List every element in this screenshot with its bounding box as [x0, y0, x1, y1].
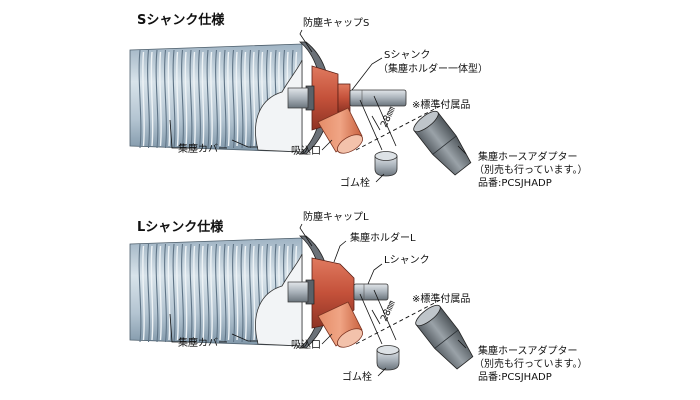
bellows-rib	[198, 49, 201, 149]
label-dust-cover: 集塵カバー	[178, 336, 228, 349]
bellows-rib	[232, 49, 235, 149]
dimension-label: 28㎜	[379, 105, 398, 130]
bellows-rib-highlight	[167, 245, 171, 341]
bellows-rib	[206, 243, 210, 343]
label-intake: 吸込口	[291, 339, 321, 351]
bellows-rib	[223, 49, 227, 149]
bellows-rib-highlight	[167, 51, 171, 147]
hose-adapter-icon	[415, 304, 474, 370]
label-standard-accessory: ※標準付属品	[412, 98, 470, 111]
bellows-rib-highlight	[218, 245, 222, 341]
bellows-rib	[189, 243, 193, 343]
bellows-rib-highlight	[227, 245, 230, 341]
bellows-rib	[206, 49, 210, 149]
bellows-rib	[164, 49, 167, 149]
bellows-rib	[155, 243, 159, 343]
label-rubber-plug: ゴム栓	[342, 370, 372, 383]
label-intake: 吸込口	[291, 145, 321, 157]
rubber-plug-icon	[376, 345, 400, 371]
section-l-title: Lシャンク仕様	[137, 219, 224, 235]
bellows-rib	[172, 49, 176, 149]
bellows-rib-highlight	[201, 245, 205, 341]
section-s-title: Sシャンク仕様	[137, 12, 225, 28]
label-hose-adapter-note: （別売も行っています。）	[474, 357, 588, 370]
label-hose-adapter-note: （別売も行っています。）	[474, 163, 588, 176]
assembly-axis	[355, 103, 445, 151]
section-l-shank: Lシャンク仕様 28㎜	[129, 210, 588, 383]
label-part-number: 品番:PCSJHADP	[478, 371, 552, 383]
label-hose-adapter: 集塵ホースアダプター	[478, 344, 578, 357]
label-shank: Sシャンク	[384, 49, 430, 61]
label-dust-holder: 集塵ホルダーL	[350, 231, 416, 244]
label-rubber-plug: ゴム栓	[340, 176, 370, 189]
bellows-rib-highlight	[218, 51, 222, 147]
bellows-rib	[181, 243, 184, 343]
bellows-rib	[138, 49, 142, 149]
hose-adapter-icon	[413, 110, 472, 176]
bellows-rib	[147, 49, 150, 149]
bellows-rib	[240, 243, 244, 343]
bellows-rib-highlight	[244, 245, 247, 341]
bellows-rib-highlight	[184, 245, 188, 341]
bellows-rib-highlight	[252, 51, 256, 147]
bellows-rib-highlight	[150, 245, 154, 341]
bellows-rib	[147, 243, 150, 343]
bellows-rib-highlight	[176, 245, 179, 341]
bellows-dust-cover-icon	[129, 237, 303, 347]
bellows-rib	[240, 49, 244, 149]
label-dust-cap: 防塵キャップL	[303, 210, 369, 223]
bellows-rib-highlight	[176, 51, 179, 147]
bellows-rib-highlight	[184, 51, 188, 147]
bellows-rib-highlight	[210, 245, 213, 341]
label-dust-cover: 集塵カバー	[178, 142, 228, 155]
label-standard-accessory: ※標準付属品	[412, 292, 470, 305]
bellows-rib-highlight	[142, 245, 145, 341]
bellows-dust-cover-icon	[129, 43, 303, 153]
bellows-rib-highlight	[227, 51, 230, 147]
dimension-label: 28㎜	[379, 299, 398, 324]
assembly-axis	[355, 297, 445, 345]
bellows-rib-highlight	[235, 245, 239, 341]
bellows-rib	[249, 49, 252, 149]
dust-holder-icon	[305, 65, 351, 131]
label-shank: Lシャンク	[384, 254, 430, 266]
label-shank-note: （集塵ホルダー一体型）	[378, 62, 488, 75]
bellows-rib-highlight	[252, 245, 256, 341]
label-part-number: 品番:PCSJHADP	[478, 177, 552, 189]
rubber-plug-icon	[374, 151, 398, 177]
label-hose-adapter: 集塵ホースアダプター	[478, 150, 578, 163]
shank-icon	[287, 87, 407, 109]
bellows-rib-highlight	[193, 245, 196, 341]
bellows-rib	[189, 49, 193, 149]
label-dust-cap: 防塵キャップS	[303, 16, 369, 29]
shank-icon	[287, 281, 389, 303]
bellows-rib	[138, 243, 142, 343]
bellows-rib	[215, 49, 218, 149]
bellows-rib	[181, 49, 184, 149]
bellows-rib-highlight	[193, 51, 196, 147]
bellows-rib-highlight	[210, 51, 213, 147]
bellows-rib	[155, 49, 159, 149]
bellows-rib-highlight	[244, 51, 247, 147]
bellows-rib	[198, 243, 201, 343]
bellows-rib-highlight	[235, 51, 239, 147]
bellows-rib-highlight	[201, 51, 205, 147]
bellows-rib	[215, 243, 218, 343]
intake-port-icon	[317, 301, 364, 348]
bellows-rib-highlight	[150, 51, 154, 147]
bellows-rib	[232, 243, 235, 343]
bellows-rib	[164, 243, 167, 343]
bellows-rib-highlight	[159, 51, 162, 147]
bellows-rib-highlight	[159, 245, 162, 341]
section-s-shank: Sシャンク仕様	[129, 12, 588, 189]
bellows-rib	[223, 243, 227, 343]
bellows-rib	[172, 243, 176, 343]
bellows-rib	[249, 243, 252, 343]
bellows-rib-highlight	[142, 51, 145, 147]
